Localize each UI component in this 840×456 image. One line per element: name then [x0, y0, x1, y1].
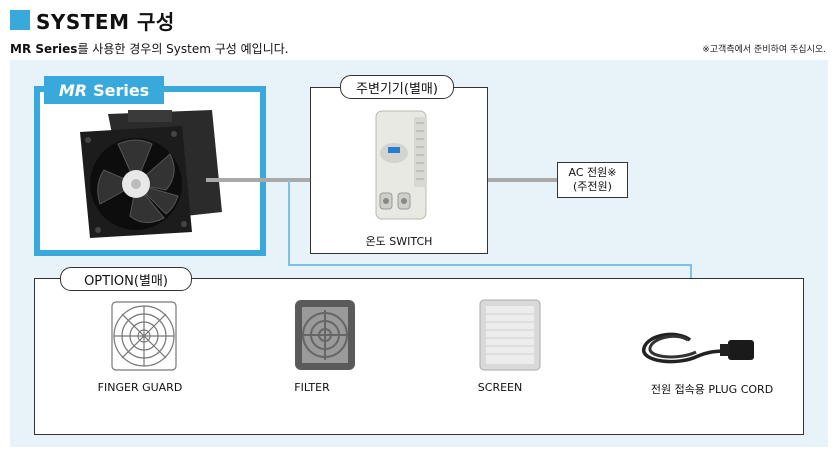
plug-cord-icon [642, 332, 754, 364]
connector-cord-vertical-1 [288, 180, 290, 266]
connector-cord-horizontal [288, 264, 692, 266]
filter-icon [295, 300, 355, 370]
page-subtitle: MR Series를 사용한 경우의 System 구성 예입니다. [10, 40, 289, 57]
fan-image [80, 110, 222, 238]
option-label: OPTION(별매) [60, 267, 192, 291]
thermo-switch-icon [375, 110, 427, 220]
option-item-screen: SCREEN [477, 381, 523, 394]
option-item-filter: FILTER [294, 381, 330, 394]
ac-power-line2: (주전원) [573, 180, 612, 193]
customer-note: ※고객측에서 준비하여 주십시오. [702, 45, 826, 55]
thermo-switch-label: 온도 SWITCH [365, 235, 433, 248]
ac-power-line1: AC 전원※ [568, 166, 617, 179]
option-item-finger-guard: FINGER GUARD [97, 381, 183, 394]
title-marker [10, 10, 30, 30]
option-item-plug-cord: 전원 접속용 PLUG CORD [650, 383, 774, 396]
mr-series-label-bold: MR [58, 80, 88, 100]
screen-icon [479, 299, 541, 371]
subtitle-text: 를 사용한 경우의 System 구성 예입니다. [77, 42, 289, 56]
finger-guard-icon [111, 301, 177, 371]
page-title: SYSTEM 구성 [36, 10, 175, 34]
ac-power-box: AC 전원※ (주전원) [557, 162, 628, 198]
connector-fan-switch [206, 178, 366, 182]
peripheral-label: 주변기기(별매) [340, 75, 454, 99]
subtitle-series: MR Series [10, 42, 78, 56]
mr-series-label-rest: Series [93, 80, 150, 100]
connector-switch-power [438, 178, 558, 182]
